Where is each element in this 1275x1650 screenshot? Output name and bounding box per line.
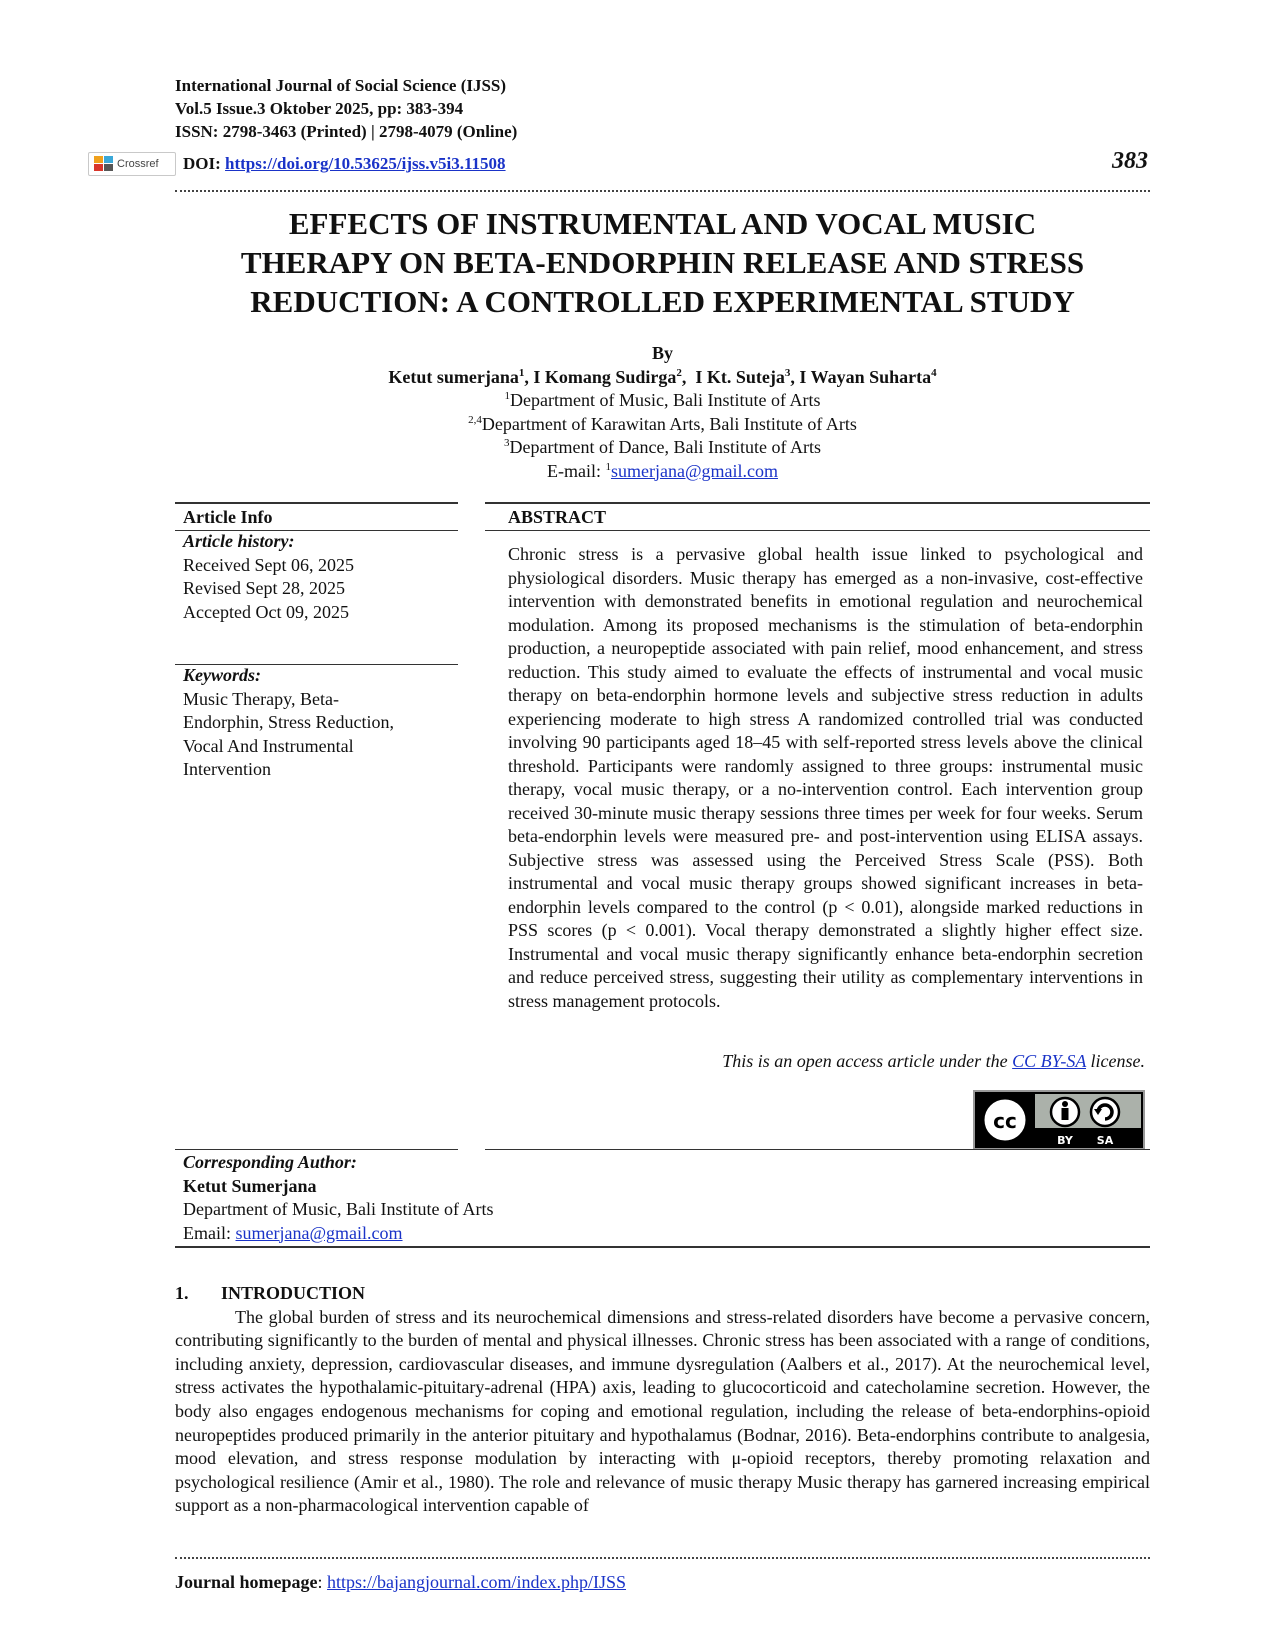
email-label: E-mail: — [546, 460, 606, 481]
keywords-label: Keywords: — [183, 665, 261, 685]
author-name: I Wayan Suharta — [799, 366, 932, 387]
abstract-heading-rule — [485, 530, 1150, 531]
keywords-line: Intervention — [183, 759, 271, 779]
volume-line: Vol.5 Issue.3 Oktober 2025, pp: 383-394 — [175, 99, 464, 118]
article-info-heading: Article Info — [183, 507, 273, 527]
crossref-badge[interactable]: Crossref — [88, 152, 176, 176]
issn-line: ISSN: 2798-3463 (Printed) | 2798-4079 (O… — [175, 122, 518, 141]
accepted-date: Accepted Oct 09, 2025 — [183, 601, 349, 622]
license-suffix: license. — [1086, 1051, 1145, 1071]
info-top-rule — [175, 502, 458, 504]
affiliation-sup: 3 — [504, 437, 510, 449]
license-link[interactable]: CC BY-SA — [1012, 1051, 1087, 1071]
affiliation: 2,4Department of Karawitan Arts, Bali In… — [175, 413, 1150, 437]
corresponding-author: Corresponding Author: Ketut Sumerjana De… — [183, 1151, 493, 1245]
author-name: I Komang Sudirga — [533, 366, 677, 387]
corresponding-name: Ketut Sumerjana — [183, 1175, 317, 1196]
homepage-colon: : — [317, 1572, 328, 1592]
info-heading-rule — [175, 530, 458, 531]
keywords-line: Vocal And Instrumental — [183, 735, 354, 756]
cc-badge-icon: cc BY SA — [975, 1092, 1143, 1148]
footer-divider — [175, 1557, 1150, 1559]
journal-name: International Journal of Social Science … — [175, 76, 507, 95]
abstract-body: Chronic stress is a pervasive global hea… — [508, 544, 1143, 1011]
license-line: This is an open access article under the… — [508, 1050, 1145, 1074]
homepage-link[interactable]: https://bajangjournal.com/index.php/IJSS — [327, 1572, 627, 1592]
author-list: Ketut sumerjana1, I Komang Sudirga2, I K… — [175, 366, 1150, 390]
abstract-top-rule — [485, 502, 1150, 504]
section-number: 1. — [175, 1283, 189, 1303]
author-name: Ketut sumerjana — [388, 366, 519, 387]
author-sup: 4 — [931, 366, 937, 379]
author-sup: 2 — [676, 366, 682, 379]
title-line: EFFECTS OF INSTRUMENTAL AND VOCAL MUSIC — [288, 206, 1037, 241]
keywords-rule — [175, 664, 458, 665]
history-label: Article history: — [183, 531, 295, 551]
affiliation-sup: 2,4 — [468, 413, 482, 426]
doi-label: DOI: — [183, 154, 226, 173]
author-email-link[interactable]: sumerjana@gmail.com — [610, 460, 778, 481]
author-name: I Kt. Suteja — [695, 366, 785, 387]
revised-date: Revised Sept 28, 2025 — [183, 578, 345, 598]
author-sup: 3 — [784, 366, 791, 379]
author-sep: , — [790, 366, 800, 387]
email-sup: 1 — [605, 460, 611, 473]
doi-link[interactable]: https://doi.org/10.53625/ijss.v5i3.11508 — [225, 154, 506, 173]
corresponding-email-label: Email: — [183, 1222, 236, 1243]
keywords-section: Keywords: Music Therapy, Beta- Endorphin… — [183, 664, 394, 782]
abstract-heading: ABSTRACT — [508, 507, 607, 527]
keywords-line: Endorphin, Stress Reduction, — [183, 712, 394, 732]
cc-text: cc — [993, 1109, 1017, 1133]
section-title: INTRODUCTION — [221, 1283, 366, 1303]
author-sep: , — [681, 366, 696, 387]
byline: By Ketut sumerjana1, I Komang Sudirga2, … — [175, 342, 1150, 483]
article-history: Article history: Received Sept 06, 2025 … — [183, 530, 354, 624]
section-heading: 1. INTRODUCTION — [175, 1282, 1150, 1306]
by-text: BY — [1057, 1134, 1074, 1147]
license-prefix: This is an open access article under the — [722, 1051, 1013, 1071]
affiliation-sup: 1 — [504, 390, 511, 402]
abstract-bottom-rule — [485, 1149, 1150, 1150]
homepage-label: Journal homepage — [175, 1572, 318, 1592]
affiliation-text: Department of Music, Bali Institute of A… — [510, 390, 821, 410]
journal-homepage: Journal homepage: https://bajangjournal.… — [175, 1572, 626, 1593]
title-line: REDUCTION: A CONTROLLED EXPERIMENTAL STU… — [250, 284, 1075, 319]
header-divider — [175, 190, 1150, 192]
by-label: By — [651, 343, 673, 363]
email-line: E-mail: 1sumerjana@gmail.com — [175, 460, 1150, 484]
doi-line: DOI: https://doi.org/10.53625/ijss.v5i3.… — [183, 154, 506, 174]
title-line: THERAPY ON BETA-ENDORPHIN RELEASE AND ST… — [240, 245, 1085, 280]
keywords-line: Music Therapy, Beta- — [183, 688, 339, 709]
affiliation-text: Department of Karawitan Arts, Bali Insti… — [481, 413, 857, 434]
page-number: 383 — [1112, 148, 1148, 174]
affiliation: 3Department of Dance, Bali Institute of … — [175, 436, 1150, 460]
author-sep: , — [524, 366, 534, 387]
cc-by-sa-badge[interactable]: cc BY SA — [973, 1090, 1145, 1150]
author-sup: 1 — [518, 366, 525, 379]
paper-title: EFFECTS OF INSTRUMENTAL AND VOCAL MUSIC … — [175, 204, 1150, 321]
doi-row: Crossref DOI: https://doi.org/10.53625/i… — [88, 148, 1148, 178]
journal-header: International Journal of Social Science … — [175, 74, 517, 143]
info-bottom-rule — [175, 1246, 1150, 1248]
introduction-section: 1. INTRODUCTION The global burden of stre… — [175, 1282, 1150, 1518]
affiliation: 1Department of Music, Bali Institute of … — [175, 389, 1150, 413]
introduction-paragraph: The global burden of stress and its neur… — [175, 1306, 1150, 1516]
received-date: Received Sept 06, 2025 — [183, 554, 354, 575]
crossref-icon — [94, 156, 114, 172]
crossref-label: Crossref — [117, 158, 159, 170]
corresponding-dept: Department of Music, Bali Institute of A… — [183, 1199, 494, 1219]
corresponding-email-link[interactable]: sumerjana@gmail.com — [235, 1222, 403, 1243]
affiliation-text: Department of Dance, Bali Institute of A… — [509, 437, 821, 457]
corresponding-label: Corresponding Author: — [183, 1152, 357, 1172]
sa-text: SA — [1097, 1134, 1114, 1147]
corresponding-rule — [175, 1149, 458, 1150]
corresponding-email-line: Email: sumerjana@gmail.com — [183, 1222, 493, 1246]
